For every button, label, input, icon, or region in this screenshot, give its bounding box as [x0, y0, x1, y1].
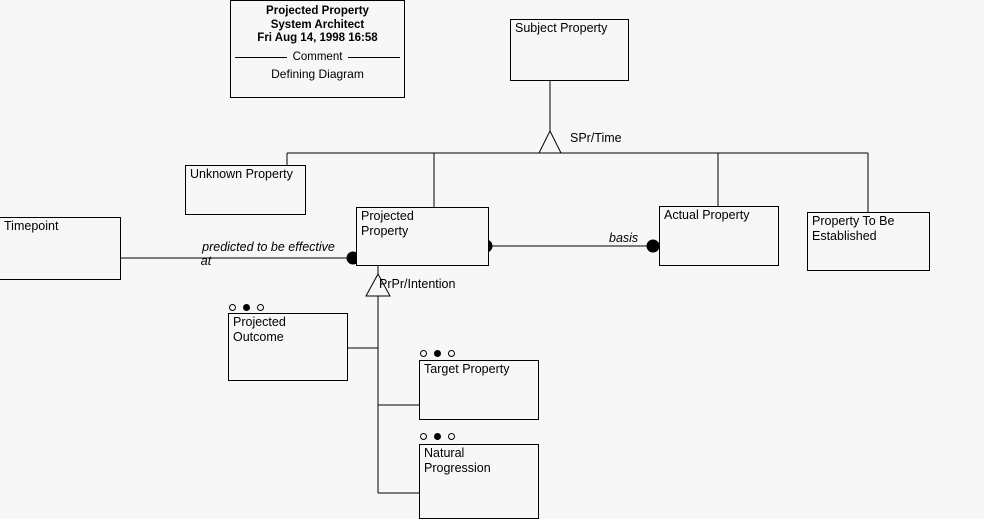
comment-section-divider: Comment	[231, 50, 404, 64]
edge-label-predicted-line2: at	[200, 254, 212, 268]
divider-rule-right	[348, 56, 400, 58]
box-label-timepoint: Timepoint	[4, 219, 59, 233]
marker-hollow-right	[448, 350, 455, 357]
edge-label-spr-time: SPr/Time	[570, 131, 622, 145]
comment-section-label: Comment	[292, 50, 343, 63]
box-property-to-be-established[interactable]: Property To Be Established	[807, 212, 930, 271]
markers-target-property	[420, 350, 455, 357]
box-unknown-property[interactable]: Unknown Property	[185, 165, 306, 215]
box-natural-progression[interactable]: Natural Progression	[419, 444, 539, 519]
box-label-target-property: Target Property	[424, 362, 510, 376]
box-label-projected-property: Projected Property	[361, 209, 414, 238]
box-label-projected-outcome: Projected Outcome	[233, 315, 286, 344]
marker-hollow-right	[448, 433, 455, 440]
assoc-dot-basis-right	[646, 239, 660, 253]
edge-label-basis: basis	[609, 231, 639, 245]
title-line-name: Projected Property	[266, 5, 369, 17]
divider-rule-left	[235, 56, 287, 58]
prpr-intention-triangle	[365, 272, 391, 297]
markers-projected-outcome	[229, 304, 264, 311]
box-label-actual-property: Actual Property	[664, 208, 750, 222]
marker-filled-middle	[434, 433, 441, 440]
comment-text: Defining Diagram	[271, 66, 364, 81]
box-label-subject-property: Subject Property	[515, 21, 608, 35]
box-label-unknown-property: Unknown Property	[190, 167, 293, 181]
marker-hollow-left	[420, 350, 427, 357]
marker-filled-middle	[434, 350, 441, 357]
edge-label-prpr-intention: PrPr/Intention	[379, 277, 456, 291]
markers-natural-progression	[420, 433, 455, 440]
title-line-timestamp: Fri Aug 14, 1998 16:58	[257, 32, 378, 44]
box-label-property-to-be-established: Property To Be Established	[812, 214, 895, 243]
marker-hollow-left	[420, 433, 427, 440]
box-actual-property[interactable]: Actual Property	[659, 206, 779, 266]
box-projected-outcome[interactable]: Projected Outcome	[228, 313, 348, 381]
box-target-property[interactable]: Target Property	[419, 360, 539, 420]
spr-time-triangle	[538, 129, 562, 154]
marker-hollow-right	[257, 304, 264, 311]
title-line-tool: System Architect	[270, 18, 365, 31]
box-subject-property[interactable]: Subject Property	[510, 19, 629, 81]
edge-label-predicted-line1: predicted to be effective	[202, 240, 335, 254]
marker-hollow-left	[229, 304, 236, 311]
title-block: Projected Property System Architect Fri …	[230, 0, 405, 98]
box-projected-property[interactable]: Projected Property	[356, 207, 489, 266]
box-label-natural-progression: Natural Progression	[424, 446, 491, 475]
box-timepoint[interactable]: Timepoint	[0, 217, 121, 280]
marker-filled-middle	[243, 304, 250, 311]
